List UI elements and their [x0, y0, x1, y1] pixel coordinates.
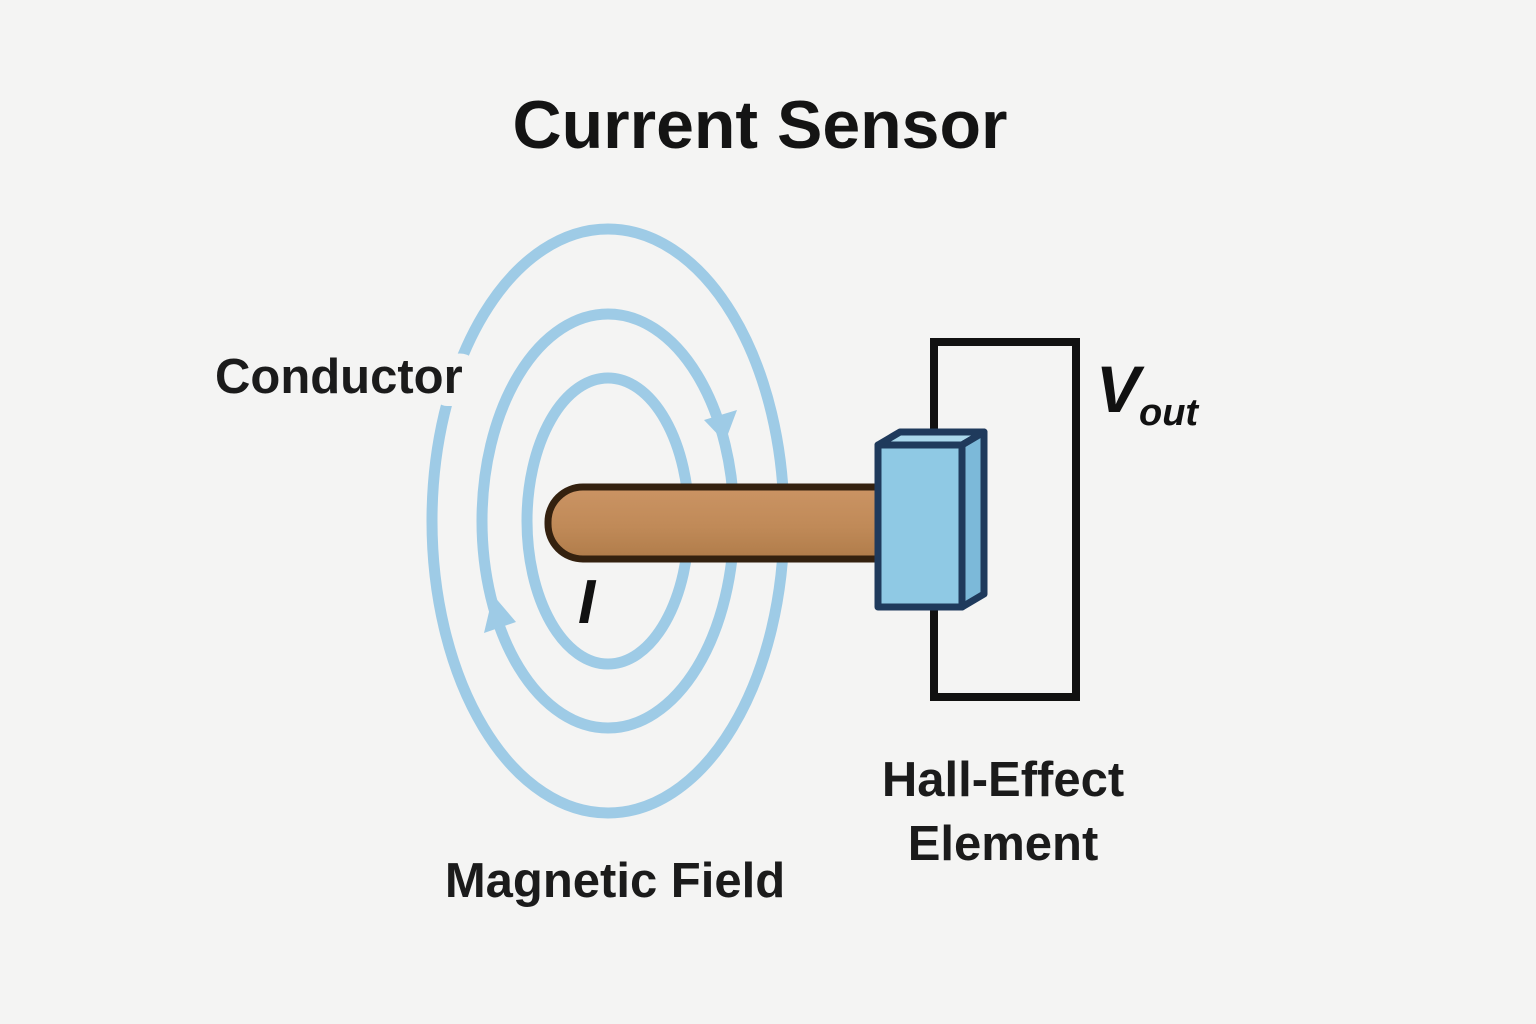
conductor-label: Conductor: [215, 350, 463, 404]
magnetic-field-label: Magnetic Field: [445, 854, 785, 908]
vout-label: V out: [1096, 352, 1199, 434]
field-arrow-right-icon: [704, 410, 737, 442]
hall-element-label-line1: Hall-Effect: [882, 753, 1124, 807]
hall-effect-element: [874, 428, 988, 611]
vout-subscript: out: [1139, 392, 1199, 434]
current-symbol-label: I: [578, 568, 597, 637]
page-title: Current Sensor: [513, 87, 1008, 163]
hall-element-label-line2: Element: [908, 817, 1099, 871]
field-arrow-left-icon: [484, 595, 516, 633]
vout-symbol: V: [1096, 352, 1145, 426]
hall-element-front-face: [874, 441, 966, 611]
